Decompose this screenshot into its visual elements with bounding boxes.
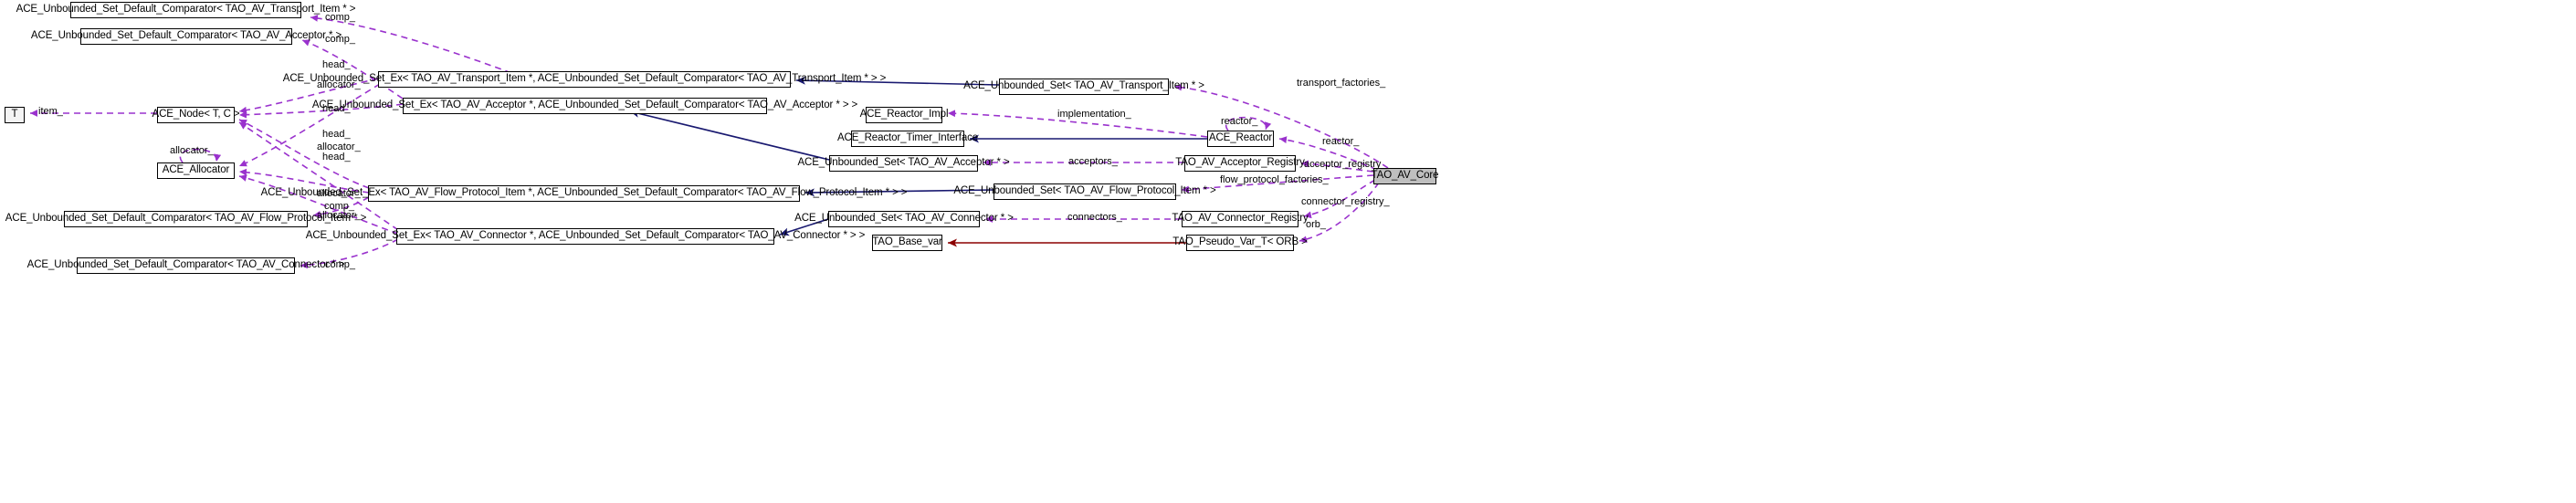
edge-label-reactor-core: reactor_ bbox=[1322, 136, 1360, 147]
edge-label-allocator-4: allocator_ bbox=[317, 210, 361, 221]
edge-label-comp-1: comp_ bbox=[325, 12, 356, 23]
edge-label-reactor-self: reactor_ bbox=[1221, 116, 1258, 127]
edge-label-connectors: connectors_ bbox=[1067, 212, 1122, 223]
node-set-acceptor[interactable]: ACE_Unbounded_Set< TAO_AV_Acceptor * > bbox=[797, 155, 1010, 172]
node-ace-reactor-impl[interactable]: ACE_Reactor_Impl bbox=[860, 107, 949, 123]
node-set-flow-protocol-item[interactable]: ACE_Unbounded_Set< TAO_AV_Flow_Protocol_… bbox=[953, 183, 1216, 200]
node-set-connector[interactable]: ACE_Unbounded_Set< TAO_AV_Connector * > bbox=[794, 211, 1014, 227]
edge-label-acceptor-registry: acceptor_registry_ bbox=[1304, 159, 1387, 170]
edge-label-transport-factories: transport_factories_ bbox=[1297, 78, 1386, 89]
node-ace-allocator[interactable]: ACE_Allocator bbox=[157, 162, 235, 179]
edge-label-acceptors: acceptors_ bbox=[1068, 156, 1118, 167]
node-ace-reactor[interactable]: ACE_Reactor bbox=[1207, 131, 1274, 147]
node-set-ex-transport-item[interactable]: ACE_Unbounded_Set_Ex< TAO_AV_Transport_I… bbox=[283, 71, 886, 88]
edge-label-head-3: head_ bbox=[322, 129, 351, 140]
node-tao-pseudo-var-t[interactable]: TAO_Pseudo_Var_T< ORB > bbox=[1172, 235, 1308, 251]
edge-label-head-4: head_ bbox=[322, 152, 351, 162]
edge-label-allocator-2: allocator_ bbox=[317, 141, 361, 152]
edge-label-allocator-1: allocator_ bbox=[317, 79, 361, 90]
node-template-param-t[interactable]: T bbox=[5, 107, 25, 123]
node-set-ex-connector[interactable]: ACE_Unbounded_Set_Ex< TAO_AV_Connector *… bbox=[306, 228, 865, 245]
node-ace-node[interactable]: ACE_Node< T, C > bbox=[152, 107, 240, 123]
node-ace-reactor-timer-interface[interactable]: ACE_Reactor_Timer_Interface bbox=[837, 131, 978, 147]
edge-label-orb: orb_ bbox=[1306, 219, 1327, 230]
edge-label-allocator-self: allocator_ bbox=[170, 145, 214, 156]
edge-label-flow-protocol-factories: flow_protocol_factories_ bbox=[1220, 174, 1329, 185]
edge-label-head-2: head_ bbox=[322, 103, 351, 114]
node-set-transport-item[interactable]: ACE_Unbounded_Set< TAO_AV_Transport_Item… bbox=[963, 79, 1204, 95]
edge-label-comp-4: comp_ bbox=[325, 259, 356, 270]
edge-label-allocator-3: allocator_ bbox=[317, 188, 361, 199]
edge-label-implementation: implementation_ bbox=[1057, 109, 1131, 120]
node-tao-av-acceptor-registry[interactable]: TAO_AV_Acceptor_Registry bbox=[1175, 155, 1305, 172]
edge-label-item: item_ bbox=[38, 106, 63, 117]
node-comparator-flow-protocol-item[interactable]: ACE_Unbounded_Set_Default_Comparator< TA… bbox=[5, 211, 366, 227]
node-comparator-acceptor[interactable]: ACE_Unbounded_Set_Default_Comparator< TA… bbox=[31, 28, 342, 45]
node-tao-av-core[interactable]: TAO_AV_Core bbox=[1372, 168, 1439, 184]
edge-label-comp-3: comp_ bbox=[324, 201, 355, 212]
edge-label-head-1: head_ bbox=[322, 59, 351, 70]
node-set-ex-flow-protocol-item[interactable]: ACE_Unbounded_Set_Ex< TAO_AV_Flow_Protoc… bbox=[261, 185, 908, 202]
edge-label-connector-registry: connector_registry_ bbox=[1301, 196, 1390, 207]
node-comparator-connector[interactable]: ACE_Unbounded_Set_Default_Comparator< TA… bbox=[27, 257, 344, 274]
edge-label-comp-2: comp_ bbox=[325, 34, 356, 45]
node-tao-av-connector-registry[interactable]: TAO_AV_Connector_Registry bbox=[1172, 211, 1309, 227]
node-tao-base-var[interactable]: TAO_Base_var bbox=[872, 235, 942, 251]
node-comparator-transport-item[interactable]: ACE_Unbounded_Set_Default_Comparator< TA… bbox=[16, 2, 355, 18]
node-set-ex-acceptor[interactable]: ACE_Unbounded_Set_Ex< TAO_AV_Acceptor *,… bbox=[312, 98, 857, 114]
